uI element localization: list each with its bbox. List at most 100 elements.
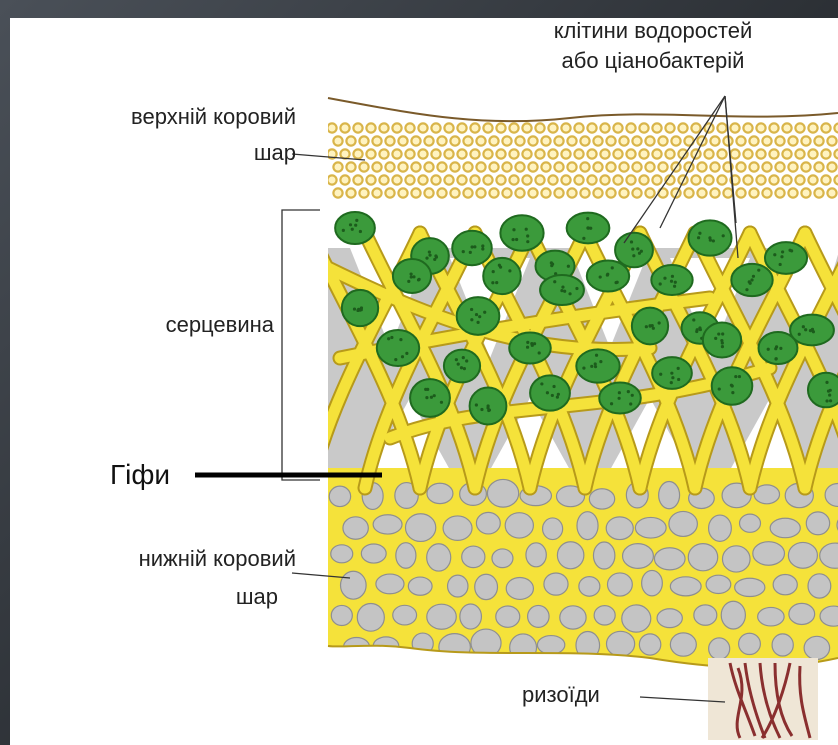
- cortex-dot: [398, 162, 407, 171]
- cortex-dot: [548, 175, 557, 184]
- cortex-dot: [515, 188, 524, 197]
- algae-speck: [476, 321, 479, 324]
- algae-speck: [582, 237, 585, 240]
- gray-cell: [361, 544, 386, 563]
- algae-speck: [674, 281, 677, 284]
- algae-speck: [526, 341, 529, 344]
- cortex-dot: [541, 162, 550, 171]
- algae-speck: [699, 328, 702, 331]
- cortex-dot: [366, 123, 375, 132]
- algae-speck: [829, 399, 832, 402]
- algae-speck: [671, 376, 674, 379]
- cortex-dot: [717, 175, 726, 184]
- cortex-dot: [632, 136, 641, 145]
- algae-speck: [809, 329, 812, 332]
- cortex-dot: [418, 123, 427, 132]
- cortex-dot: [392, 123, 401, 132]
- gray-cell: [754, 485, 779, 504]
- gray-cell: [579, 577, 600, 597]
- cortex-dot: [567, 136, 576, 145]
- algae-speck: [525, 228, 528, 231]
- cortex-dot: [535, 149, 544, 158]
- gray-cell: [460, 604, 482, 629]
- label-algae-cells-line2: або ціанобактерій: [488, 48, 818, 74]
- cortex-dot: [762, 162, 771, 171]
- gray-cell: [669, 511, 697, 536]
- algae-speck: [610, 402, 613, 405]
- cortex-dot: [385, 162, 394, 171]
- gray-cell: [448, 575, 468, 597]
- cortex-dot: [327, 175, 336, 184]
- cortex-dot: [580, 162, 589, 171]
- algae-cell-body: [483, 258, 521, 294]
- cortex-dot: [717, 149, 726, 158]
- cortex-dot: [626, 175, 635, 184]
- cortex-dot: [457, 175, 466, 184]
- gray-cell: [706, 575, 731, 593]
- algae-speck: [658, 321, 661, 324]
- algae-speck: [630, 240, 633, 243]
- algae-speck: [560, 289, 563, 292]
- cortex-dot: [710, 136, 719, 145]
- algae-speck: [779, 263, 782, 266]
- cortex-dot: [515, 136, 524, 145]
- algae-speck: [563, 290, 566, 293]
- gray-cell: [789, 603, 815, 624]
- cortex-dot: [795, 175, 804, 184]
- algae-speck: [611, 266, 614, 269]
- cortex-dot: [528, 136, 537, 145]
- algae-speck: [829, 389, 832, 392]
- algae-speck: [812, 330, 815, 333]
- algae-speck: [698, 232, 701, 235]
- algae-speck: [804, 328, 807, 331]
- gray-cell: [357, 604, 384, 632]
- algae-speck: [526, 346, 529, 349]
- algae-speck: [721, 345, 724, 348]
- gray-cell: [427, 544, 451, 571]
- algae-speck: [745, 288, 748, 291]
- cortex-dot: [587, 123, 596, 132]
- gray-cell: [635, 517, 666, 538]
- algae-speck: [663, 277, 666, 280]
- gray-cell: [510, 634, 537, 661]
- cortex-dot: [743, 175, 752, 184]
- cortex-dot: [424, 188, 433, 197]
- cortex-dot: [366, 175, 375, 184]
- gray-cell: [443, 516, 472, 540]
- algae-speck: [677, 378, 680, 381]
- cortex-dot: [522, 175, 531, 184]
- gray-cell: [560, 606, 586, 629]
- cortex-dot: [398, 136, 407, 145]
- algae-speck: [480, 408, 483, 411]
- cortex-dot: [567, 162, 576, 171]
- cortex-dot: [353, 149, 362, 158]
- algae-speck: [721, 332, 724, 335]
- cortex-dot: [808, 149, 817, 158]
- cortex-dot: [704, 149, 713, 158]
- algae-speck: [460, 366, 463, 369]
- algae-speck: [599, 360, 602, 363]
- cortex-dot: [684, 188, 693, 197]
- algae-speck: [526, 240, 529, 243]
- gray-cell: [393, 605, 417, 625]
- algae-speck: [550, 261, 553, 264]
- cortex-dot: [561, 175, 570, 184]
- cortex-dot: [489, 136, 498, 145]
- cortex-dot: [470, 123, 479, 132]
- algae-cell: [377, 330, 419, 366]
- gray-cell: [806, 512, 829, 535]
- algae-cell: [652, 357, 692, 389]
- algae-speck: [512, 228, 515, 231]
- cortex-dot: [405, 149, 414, 158]
- cortex-dot: [470, 149, 479, 158]
- cortex-dot: [671, 136, 680, 145]
- algae-speck: [659, 373, 662, 376]
- label-rhizoids: ризоїди: [522, 682, 600, 708]
- cortex-dot: [769, 149, 778, 158]
- cortex-dot: [385, 136, 394, 145]
- cortex-dot: [437, 162, 446, 171]
- cortex-dot: [606, 162, 615, 171]
- algae-cell: [599, 383, 641, 414]
- cortex-dot: [619, 188, 628, 197]
- cortex-dot: [574, 175, 583, 184]
